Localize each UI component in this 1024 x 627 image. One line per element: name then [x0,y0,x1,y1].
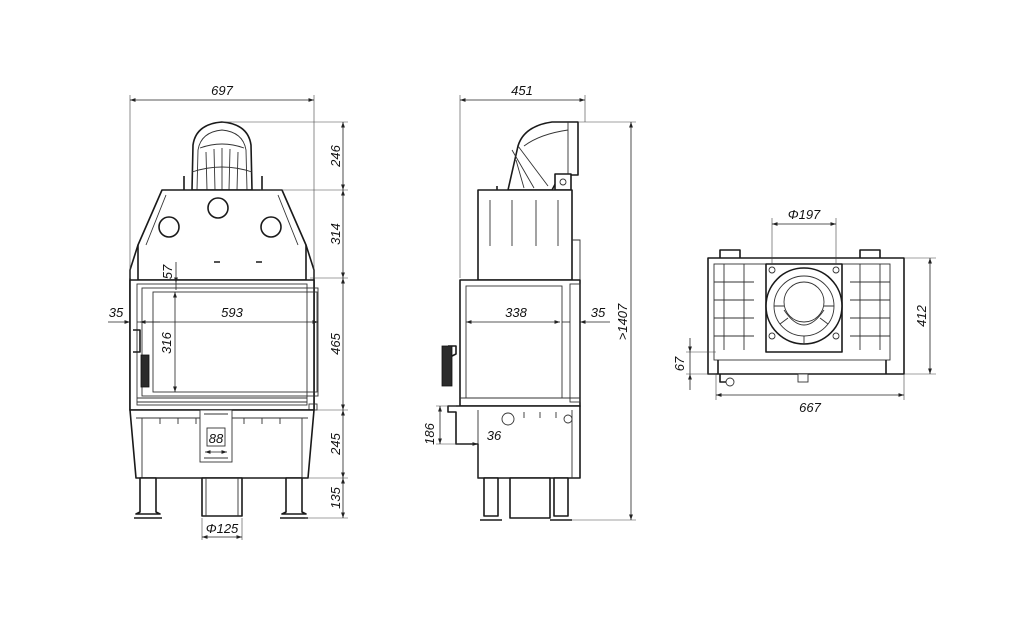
top-labels: Φ197 412 67 667 [672,207,929,415]
side-leg-front [483,477,499,517]
side-labels: 451 >1407 338 35 186 36 [422,83,630,445]
side-leg-back [553,477,569,517]
top-flue-diameter-label: Φ197 [788,207,821,222]
side-depth-label: 451 [511,83,533,98]
side-door-frame [459,279,581,407]
side-total-height-label: >1407 [615,303,630,340]
top-dimensions [686,218,936,400]
side-control-knob [501,412,515,426]
front-leg-right [281,477,307,515]
front-leg-left [135,477,161,515]
side-dimensions [436,95,636,521]
side-inlet-box [509,477,551,519]
front-handle-height-label: 246 [328,144,343,167]
top-view [707,249,905,387]
front-labels: 697 246 314 465 245 135 57 35 593 316 88… [109,83,343,536]
front-vent-left [158,216,180,238]
front-base-height-label: 245 [328,432,343,455]
top-offset-label: 67 [672,356,687,371]
side-offset-label: 35 [591,305,606,320]
side-door-handle [441,345,453,387]
front-door-frame [129,279,315,411]
front-view [129,121,319,519]
front-glass-width-label: 593 [221,305,243,320]
side-upper-body [477,189,573,281]
front-door-handle [140,354,150,388]
front-outlet-width-label: 88 [209,431,224,446]
front-top-height-label: 314 [328,223,343,245]
front-vent-right [260,216,282,238]
front-vent-center [207,197,229,219]
front-dimensions [108,95,348,540]
side-inlet-height-label: 186 [422,422,437,444]
front-inlet-pipe [201,477,243,517]
side-inlet-width-label: 36 [487,428,502,443]
top-depth-label: 412 [914,304,929,326]
front-leg-height-label: 135 [328,486,343,508]
top-width-label: 667 [799,400,821,415]
front-door-height-label: 465 [328,332,343,354]
side-view [441,121,581,521]
front-glass-offset-label: 57 [160,264,175,279]
front-inlet-diameter-label: Φ125 [206,521,239,536]
front-side-offset-label: 35 [109,305,124,320]
front-width-label: 697 [211,83,233,98]
front-glass-height-label: 316 [159,331,174,353]
side-glass-depth-label: 338 [505,305,527,320]
